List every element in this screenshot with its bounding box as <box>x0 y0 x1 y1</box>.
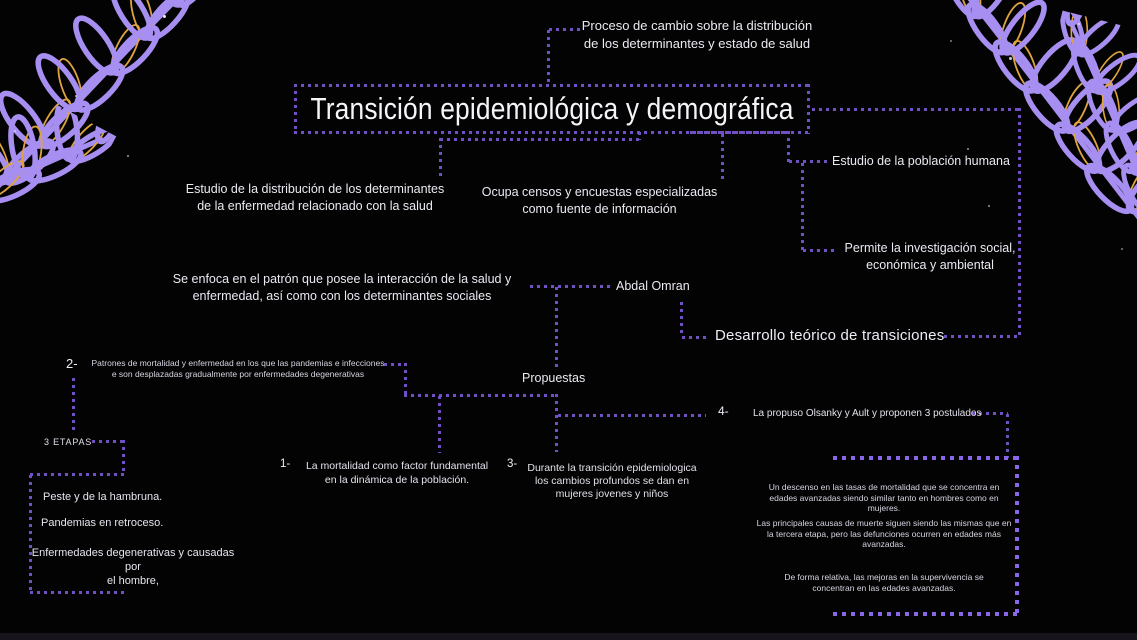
node-proceso-cambio: Proceso de cambio sobre la distribución … <box>581 18 813 51</box>
connector <box>30 591 126 594</box>
connector <box>972 412 1008 415</box>
postulado-1: Un descenso en las tasas de mortalidad q… <box>768 482 1000 513</box>
connector <box>547 30 550 86</box>
etapa-item-3: Enfermedades degenerativas y causadas po… <box>31 547 235 587</box>
star-dot <box>1121 248 1123 250</box>
propuesta-4-text: La propuso Olsanky y Ault y proponen 3 p… <box>753 408 982 419</box>
connector <box>294 84 810 87</box>
star-dot <box>127 155 129 157</box>
connector <box>638 132 641 140</box>
connector <box>440 138 640 141</box>
propuesta-4-number: 4- <box>718 404 729 418</box>
connector <box>944 335 1021 338</box>
connector <box>787 131 790 162</box>
connector <box>789 160 827 163</box>
connector <box>384 363 406 366</box>
connector <box>680 302 683 337</box>
star-dot <box>75 95 77 97</box>
connector <box>294 84 297 134</box>
connector <box>549 28 581 31</box>
connector <box>801 163 804 251</box>
node-desarrollo-teorico: Desarrollo teórico de transiciones <box>715 327 945 344</box>
connector <box>555 394 558 452</box>
connector <box>1015 456 1019 614</box>
connector <box>807 84 810 134</box>
connector <box>833 612 1019 616</box>
connector <box>1006 414 1009 458</box>
connector <box>530 285 610 288</box>
node-abdal-omran: Abdal Omran <box>616 279 690 293</box>
propuesta-3-number: 3- <box>507 458 518 470</box>
etapa-item-1: Peste y de la hambruna. <box>43 491 163 503</box>
node-ocupa-censos: Ocupa censos y encuestas especializadas … <box>481 185 718 216</box>
node-permite-investigacion: Permite la investigación social, económi… <box>844 241 1016 272</box>
node-tres-etapas: 3 ETAPAS <box>44 437 93 447</box>
propuesta-1-number: 1- <box>280 458 291 470</box>
star-dot <box>1078 23 1080 25</box>
connector <box>122 440 125 474</box>
node-se-enfoca: Se enfoca en el patrón que posee la inte… <box>172 272 512 303</box>
connector <box>721 134 724 183</box>
star-dot <box>1009 57 1012 60</box>
title-box: Transición epidemiológica y demográfica <box>294 84 810 134</box>
connector <box>833 456 1018 460</box>
connector <box>682 336 710 339</box>
connector <box>404 394 556 397</box>
star-dot <box>163 15 166 18</box>
star-dot <box>988 205 990 207</box>
node-estudio-distribucion: Estudio de la distribución de los determ… <box>185 182 445 213</box>
postulado-3: De forma relativa, las mejoras en la sup… <box>784 572 984 593</box>
connector <box>558 414 706 417</box>
propuesta-3-text: Durante la transición epidemiologica los… <box>527 462 697 500</box>
connector <box>30 473 125 476</box>
star-dot <box>950 40 952 42</box>
propuesta-2-text: Patrones de mortalidad y enfermedad en l… <box>91 358 385 379</box>
bottom-edge-strip <box>0 633 1137 640</box>
connector <box>92 440 124 443</box>
page-title: Transición epidemiológica y demográfica <box>310 91 794 126</box>
propuesta-1-text: La mortalidad como factor fundamental en… <box>305 460 489 486</box>
postulado-2: Las principales causas de muerte siguen … <box>756 518 1012 549</box>
connector <box>438 396 441 453</box>
propuesta-2-number: 2- <box>66 356 78 371</box>
connector <box>1018 108 1021 337</box>
connector <box>690 131 789 134</box>
connector <box>29 475 32 592</box>
connector <box>439 138 442 178</box>
star-dot <box>967 148 969 150</box>
connector <box>294 131 810 134</box>
connector <box>404 363 407 394</box>
connector <box>812 108 1020 111</box>
connector <box>72 378 75 434</box>
star-dot <box>14 130 16 132</box>
node-estudio-poblacion: Estudio de la población humana <box>832 154 1010 168</box>
connector <box>555 287 558 367</box>
node-propuestas: Propuestas <box>522 371 586 385</box>
etapa-item-2: Pandemias en retroceso. <box>41 517 164 529</box>
connector <box>803 249 837 252</box>
